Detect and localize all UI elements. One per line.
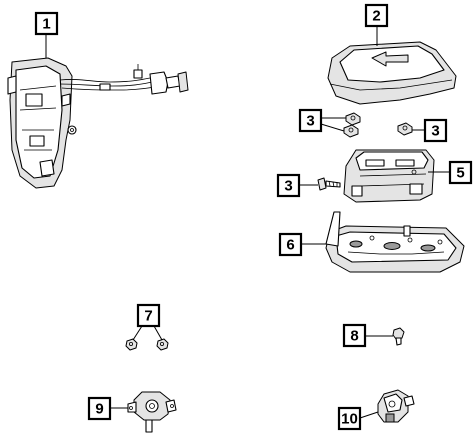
callout-3a[interactable]: 3 [298, 108, 323, 133]
part-9-sensor [127, 391, 177, 433]
callout-6-label: 6 [286, 237, 294, 254]
callout-5[interactable]: 5 [448, 160, 473, 185]
callout-7-label: 7 [144, 308, 152, 325]
part-5-bracket [343, 149, 435, 203]
part-1-module-with-harness [7, 57, 189, 189]
part-6-base-plate [325, 211, 465, 273]
callout-2-label: 2 [372, 8, 380, 25]
part-2-cover [327, 41, 457, 105]
callout-3a-label: 3 [306, 113, 314, 130]
callout-8[interactable]: 8 [342, 323, 367, 348]
callout-1-label: 1 [42, 16, 50, 33]
callout-4[interactable]: 3 [276, 173, 301, 198]
callout-9[interactable]: 9 [87, 396, 112, 421]
part-8-fastener [392, 327, 405, 346]
nut-b [343, 124, 359, 138]
callout-10[interactable]: 10 [337, 406, 362, 431]
nut-7a [125, 338, 138, 351]
part-4-screw [317, 177, 341, 191]
part-7-nuts [125, 338, 169, 351]
part-10-switch [377, 389, 415, 423]
nut-c [397, 122, 413, 136]
callout-8-label: 8 [350, 328, 358, 345]
callout-2[interactable]: 2 [364, 3, 389, 28]
part-3-nuts [343, 112, 413, 138]
nut-7b [156, 338, 169, 351]
callout-7[interactable]: 7 [136, 303, 161, 328]
callout-1[interactable]: 1 [34, 11, 59, 36]
callout-3b-label: 3 [431, 123, 439, 140]
callout-5-label: 5 [456, 165, 464, 182]
callout-9-label: 9 [95, 401, 103, 418]
callout-3b[interactable]: 3 [423, 118, 448, 143]
callout-4-label: 3 [284, 178, 292, 195]
callout-6[interactable]: 6 [278, 232, 303, 257]
nut-a [345, 112, 361, 126]
callout-10-label: 10 [341, 411, 358, 428]
